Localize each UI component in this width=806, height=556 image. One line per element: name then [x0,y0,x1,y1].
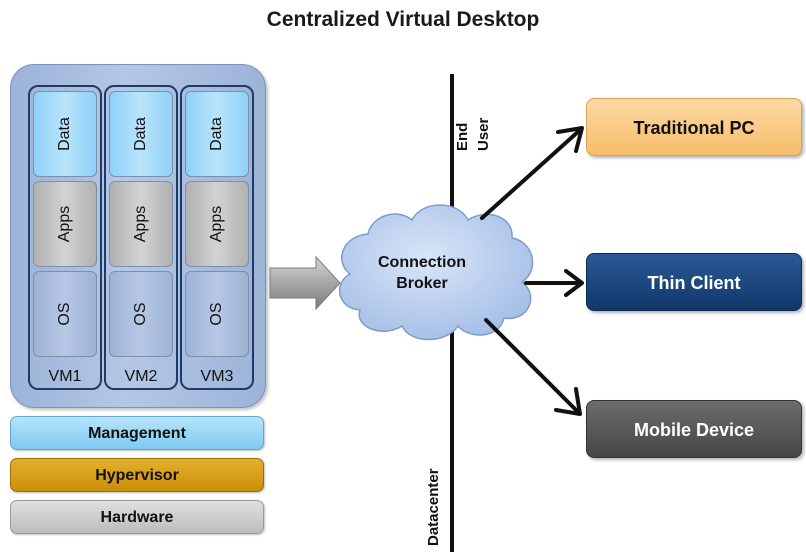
broker-line-1: Connection [378,254,466,271]
hardware-layer: Hardware [10,500,264,534]
os-block: OS [109,271,173,357]
mobile-device-box: Mobile Device [586,400,802,458]
cloud-shape [338,204,534,341]
data-block: Data [33,91,97,177]
vm-label: VM1 [48,368,82,385]
arrowhead-mobile-device [554,387,582,416]
traditional-pc-box: Traditional PC [586,98,802,156]
host-to-broker-arrow [269,255,341,311]
connection-broker-label: Connection Broker [352,252,492,294]
broker-line-2: Broker [396,275,448,292]
vm-label: VM3 [200,368,234,385]
data-block: Data [185,91,249,177]
data-block: Data [109,91,173,177]
vm-column-3: Data Apps OS VM3 [180,85,254,390]
hypervisor-layer: Hypervisor [10,458,264,492]
arrow-to-mobile-device [484,318,580,414]
datacenter-label: Datacenter [425,468,442,546]
apps-block: Apps [109,181,173,267]
thin-client-box: Thin Client [586,253,802,311]
end-label: End [454,122,471,151]
diagram-title: Centralized Virtual Desktop [266,8,540,31]
user-label: User [475,117,492,151]
vm-column-1: Data Apps OS VM1 [28,85,102,390]
arrow-to-traditional-pc [480,128,582,220]
os-block: OS [33,271,97,357]
apps-block: Apps [33,181,97,267]
apps-block: Apps [185,181,249,267]
vm-column-2: Data Apps OS VM2 [104,85,178,390]
os-block: OS [185,271,249,357]
arrowhead-traditional-pc [556,126,584,153]
management-layer: Management [10,416,264,450]
vm-label: VM2 [124,368,158,385]
arrowhead-thin-client [564,269,584,297]
